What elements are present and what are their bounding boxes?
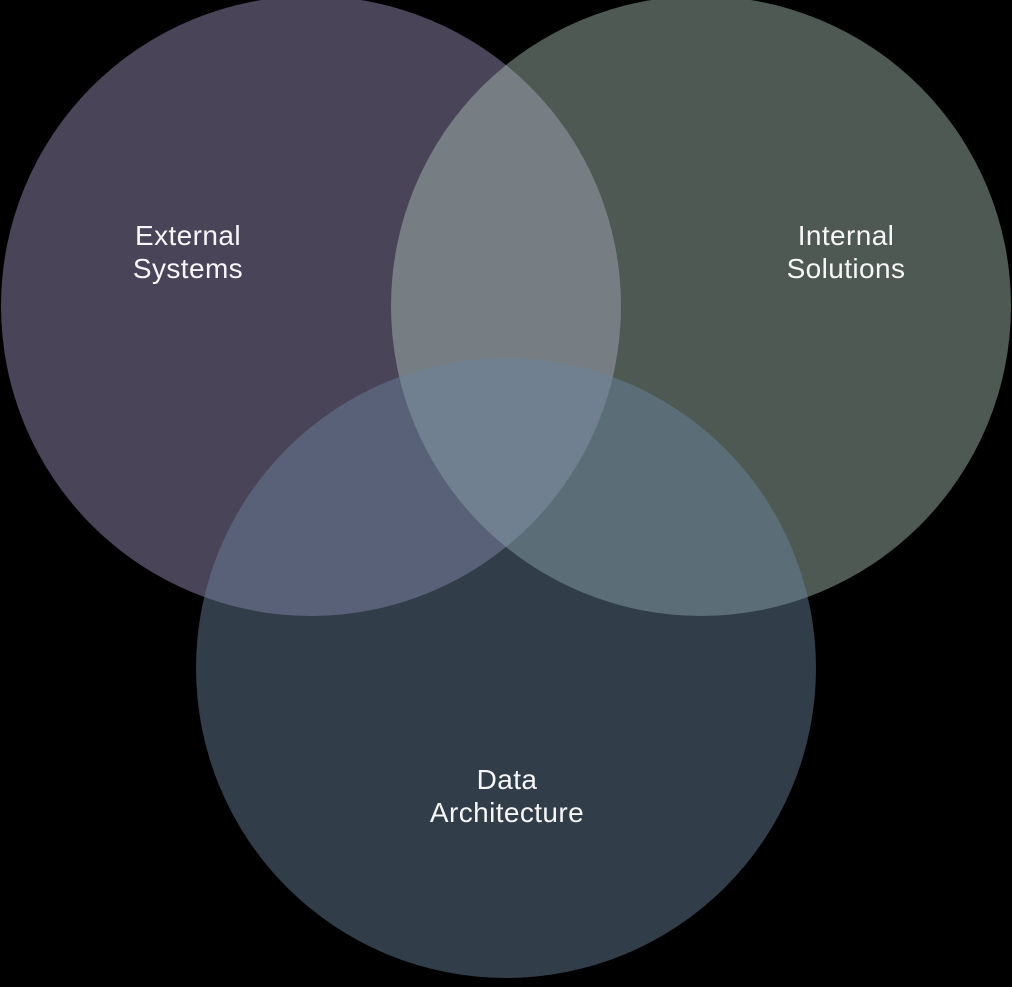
venn-label-internal-solutions: Internal Solutions <box>787 219 906 285</box>
label-line: Data <box>476 764 538 795</box>
label-line: Internal <box>797 220 895 251</box>
label-line: Architecture <box>429 797 585 828</box>
venn-label-data-architecture: Data Architecture <box>430 763 584 829</box>
venn-circle-external-systems <box>1 0 621 616</box>
label-line: Systems <box>132 253 244 284</box>
label-line: External <box>135 220 241 251</box>
venn-label-external-systems: External Systems <box>133 219 243 285</box>
venn-circle-data-architecture <box>196 358 816 978</box>
label-line: Solutions <box>786 253 906 284</box>
venn-circle-internal-solutions <box>391 0 1011 616</box>
